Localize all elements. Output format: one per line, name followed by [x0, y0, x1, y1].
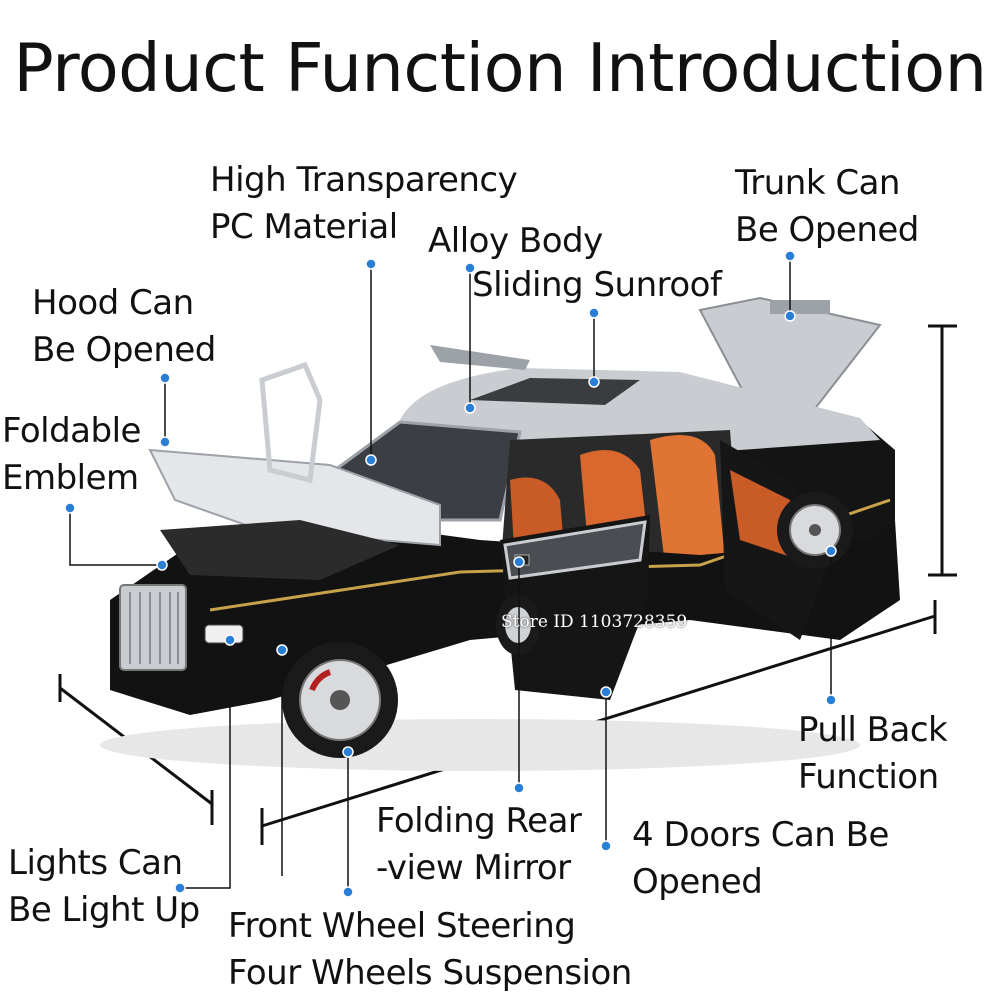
label-mirror: Folding Rear-view Mirror: [376, 801, 582, 888]
store-watermark: Store ID 1103728359: [501, 612, 688, 632]
page-title: Product Function Introduction: [13, 29, 987, 107]
rear-wheel: [777, 492, 853, 568]
mid-wheel: [496, 595, 540, 655]
label-sliding-sunroof: Sliding Sunroof: [472, 265, 722, 305]
label-alloy-body: Alloy Body: [428, 221, 603, 261]
car-body: [100, 296, 900, 771]
callout-dots: [64, 250, 837, 898]
front-wheel: [282, 642, 398, 758]
callout-lines: [69, 256, 832, 892]
